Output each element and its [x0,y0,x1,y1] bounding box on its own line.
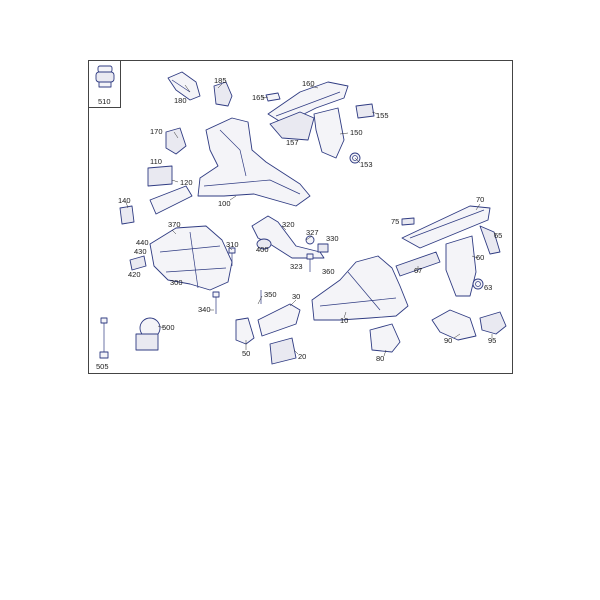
label-180: 180 [174,96,187,105]
part-10-side-structure [311,255,409,321]
label-30: 30 [292,292,300,301]
label-160: 160 [302,79,315,88]
part-500-mount [135,317,161,351]
label-70: 70 [476,195,484,204]
part-330-mount [317,243,329,253]
label-323: 323 [290,262,303,271]
part-300-subframe [149,225,233,291]
part-180-bracket [167,71,201,101]
part-140-bracket [119,205,135,225]
part-157-panel [269,111,315,141]
label-500: 500 [162,323,175,332]
label-150: 150 [350,128,363,137]
part-75-clip [401,217,415,226]
leader-lines [125,83,497,357]
part-90-bracket [431,309,477,341]
part-inset-box [88,60,121,108]
part-400-bushing [256,238,272,250]
label-50: 50 [242,349,250,358]
part-70-rail [401,205,491,249]
label-340: 340 [198,305,211,314]
part-30-rail [257,303,301,337]
label-430: 430 [134,247,147,256]
label-440: 440 [136,238,149,247]
part-80-bracket [369,323,401,353]
part-185-bracket [213,81,233,107]
label-420: 420 [128,270,141,279]
label-60: 60 [476,253,484,262]
label-65: 65 [494,231,502,240]
label-67: 67 [414,266,422,275]
part-420-bracket [129,255,147,271]
part-505-bolt [99,317,109,359]
part-20-plate [269,337,297,365]
label-10: 10 [340,316,348,325]
label-505: 505 [96,362,109,371]
part-60-panel [445,235,477,297]
label-155: 155 [376,111,389,120]
label-370: 370 [168,220,181,229]
label-157: 157 [286,138,299,147]
part-310-bolt [228,247,236,266]
label-300: 300 [170,278,183,287]
part-67-rail [395,251,441,277]
label-80: 80 [376,354,384,363]
label-400: 400 [256,245,269,254]
label-170: 170 [150,127,163,136]
part-170-bracket [165,127,187,155]
part-110-plate [147,165,173,187]
part-323-bolt [306,253,314,272]
part-50-bracket [235,317,255,345]
part-120-rail [149,185,193,215]
label-120: 120 [180,178,193,187]
label-185: 185 [214,76,227,85]
label-75: 75 [391,217,399,226]
label-320: 320 [282,220,295,229]
label-510: 510 [98,97,111,106]
label-360: 360 [322,267,335,276]
label-153: 153 [360,160,373,169]
part-340-bolt [212,291,220,314]
label-90: 90 [444,336,452,345]
label-95: 95 [488,336,496,345]
part-510-mount [95,65,115,88]
label-20: 20 [298,352,306,361]
label-330: 330 [326,234,339,243]
part-65-bracket [479,225,501,255]
part-95-mount [479,311,507,335]
part-165-clip [265,92,281,102]
label-140: 140 [118,196,131,205]
label-63: 63 [484,283,492,292]
label-110: 110 [150,157,162,166]
label-350: 350 [264,290,277,299]
label-100: 100 [218,199,231,208]
part-155-plate [355,103,375,119]
label-165: 165 [252,93,265,102]
label-327: 327 [306,228,319,237]
label-310: 310 [226,240,239,249]
part-63-grommet [472,278,484,290]
part-150-panel [313,107,345,159]
part-100-front-structure [197,117,311,207]
